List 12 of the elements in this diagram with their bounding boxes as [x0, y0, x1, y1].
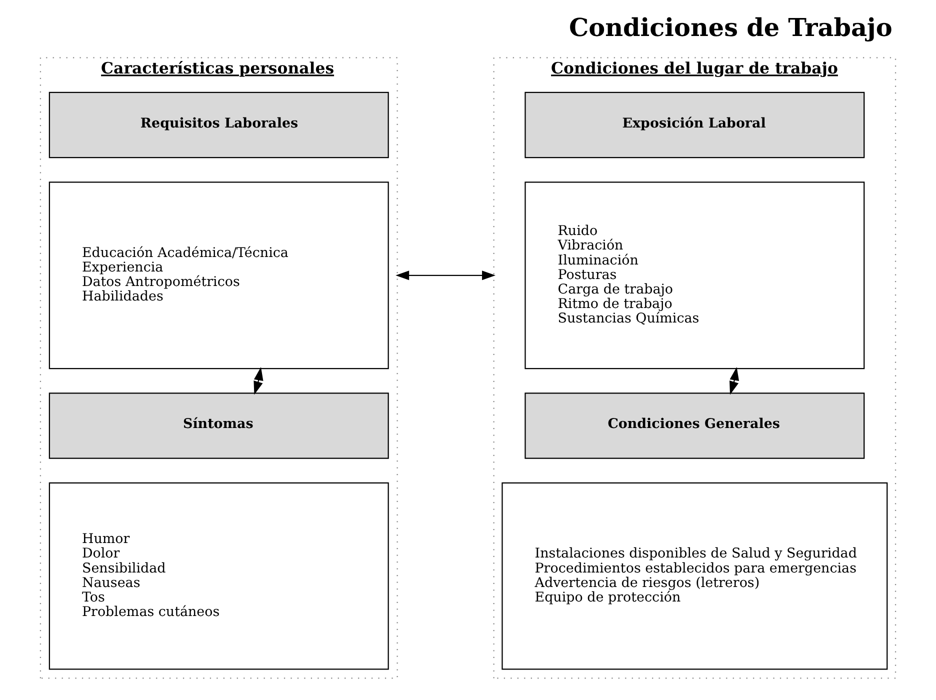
node-box: Ruido Vibración Iluminación Posturas Carga de trabajo Ritmo de trabajo Sustancias Químicas	[524, 182, 865, 370]
arrow	[396, 270, 496, 280]
node-box: Condiciones Generales	[524, 392, 865, 459]
diagram-title: Condiciones de Trabajo	[568, 12, 892, 42]
arrow	[254, 366, 264, 395]
node-box: Exposición Laboral	[524, 92, 865, 158]
node-box: Instalaciones disponibles de Salud y Seguridad Procedimientos establecidos para emergencias Advertencia de riesgos (letreros) Equipo de protección	[502, 482, 888, 670]
node-box: Educación Académica/Técnica Experiencia Datos Antropométricos Habilidades	[48, 182, 389, 370]
arrow	[730, 366, 740, 395]
node-box: Humor Dolor Sensibilidad Nauseas Tos Problemas cutáneos	[48, 482, 389, 670]
node-box: Síntomas	[48, 392, 389, 459]
node-box: Requisitos Laborales	[48, 92, 389, 158]
